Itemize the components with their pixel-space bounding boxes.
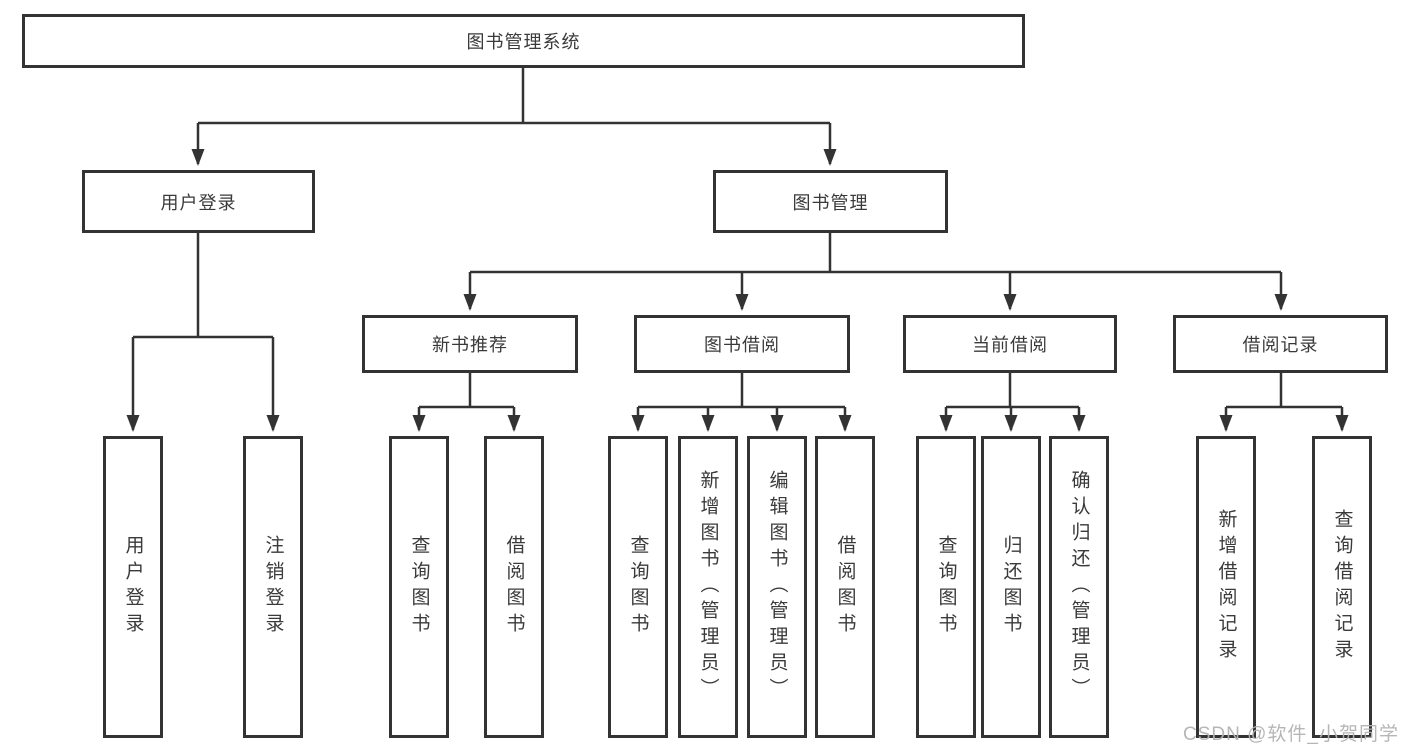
- node-borrowing-records: 借阅记录: [1173, 315, 1388, 373]
- leaf-bb-query-books: 查询图书: [608, 436, 668, 738]
- node-book-borrowing: 图书借阅: [634, 315, 850, 373]
- leaf-cb-query-books: 查询图书: [916, 436, 976, 738]
- leaf-nbr-borrow-books: 借阅图书: [484, 436, 544, 738]
- leaf-bb-borrow-books: 借阅图书: [815, 436, 875, 738]
- node-user-login: 用户登录: [82, 170, 315, 233]
- leaf-bb-edit-books-admin: 编辑图书（管理员）: [747, 436, 807, 738]
- leaf-cb-return-books: 归还图书: [981, 436, 1041, 738]
- node-current-borrowing: 当前借阅: [903, 315, 1117, 373]
- node-system-root: 图书管理系统: [22, 14, 1025, 68]
- leaf-br-add-borrow-record: 新增借阅记录: [1196, 436, 1256, 738]
- node-book-management: 图书管理: [713, 170, 948, 233]
- leaf-bb-add-books-admin: 新增图书（管理员）: [678, 436, 738, 738]
- leaf-user-login: 用户登录: [103, 436, 163, 738]
- leaf-nbr-query-books: 查询图书: [389, 436, 449, 738]
- leaf-br-query-borrow-record: 查询借阅记录: [1312, 436, 1372, 738]
- leaf-logout-login: 注销登录: [243, 436, 303, 738]
- node-new-book-recommendation: 新书推荐: [362, 315, 578, 373]
- leaf-cb-confirm-return-admin: 确认归还（管理员）: [1049, 436, 1109, 738]
- csdn-watermark: CSDN @软件_小贺同学: [1183, 724, 1399, 745]
